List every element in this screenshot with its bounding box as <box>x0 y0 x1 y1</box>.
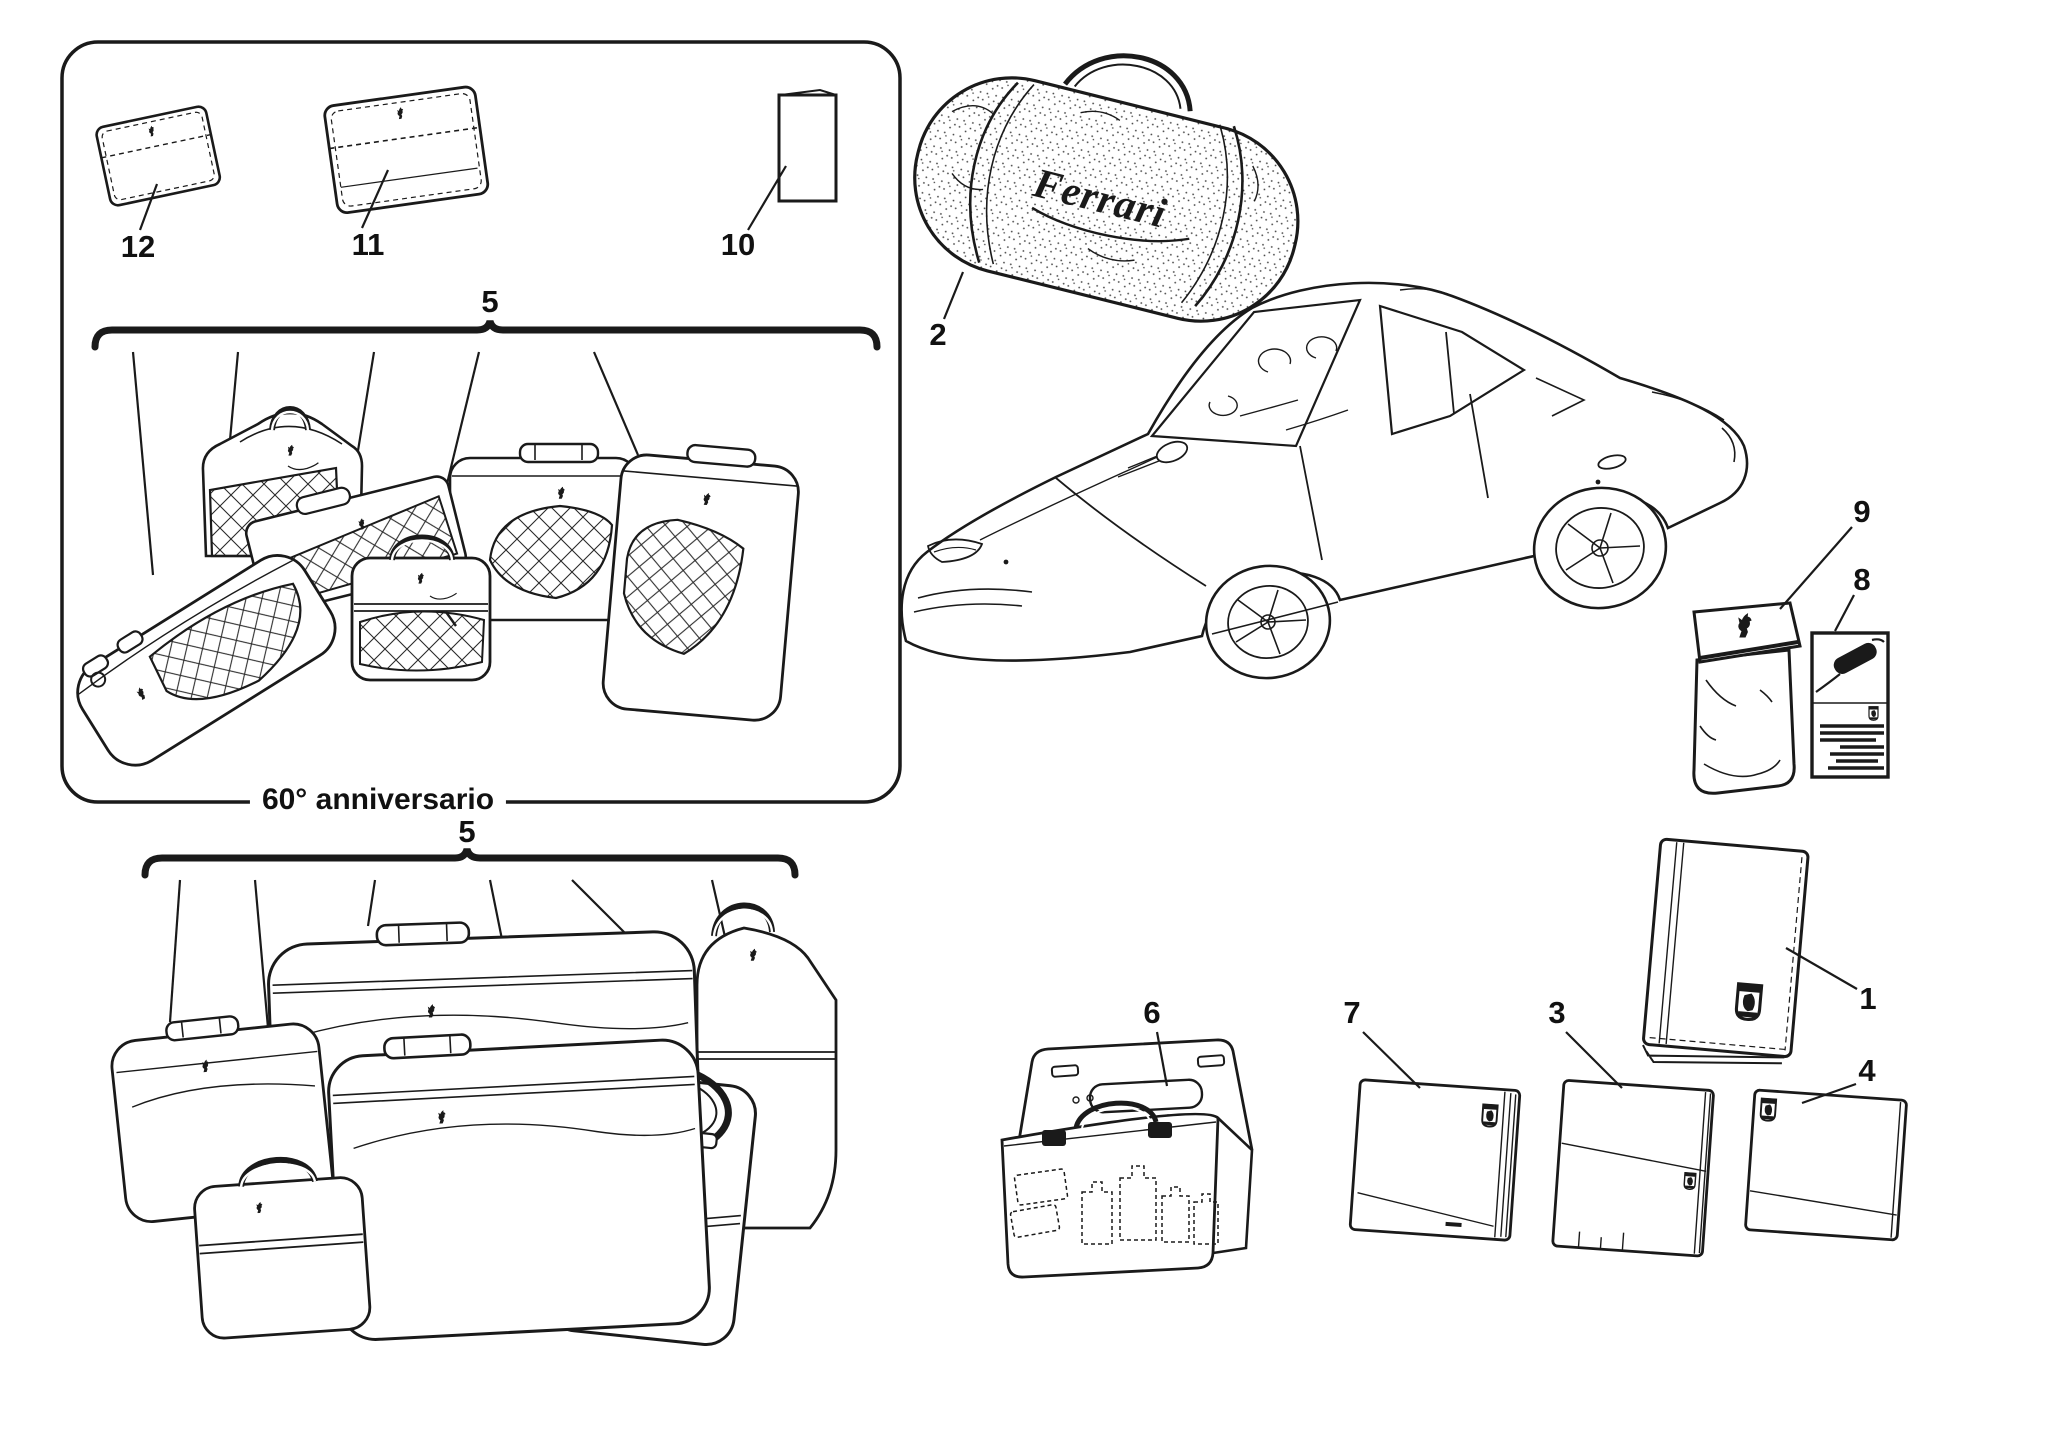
callout-3: 3 <box>1548 995 1566 1030</box>
car-cover-bag: Ferrari <box>913 53 1300 323</box>
suitcase-small <box>110 1015 335 1223</box>
side-mirror <box>1155 440 1189 464</box>
leader-line-10 <box>747 165 787 231</box>
leader-line-3 <box>1565 1031 1623 1089</box>
front-wheel <box>1204 564 1332 680</box>
callout-4: 4 <box>1858 1053 1876 1088</box>
card-text-lines <box>1820 724 1884 770</box>
item-4-wallet <box>1744 1088 1908 1242</box>
leader-line-6 <box>1155 1031 1169 1087</box>
car-illustration <box>900 281 1749 680</box>
front-bumper-lines <box>913 588 1033 613</box>
item-10-booklet <box>777 88 838 203</box>
windshield <box>1149 298 1362 448</box>
door-lines <box>1299 393 1489 561</box>
callout-5-bottom: 5 <box>458 814 476 849</box>
leader-line-4 <box>1801 1082 1857 1105</box>
side-window <box>1378 304 1527 436</box>
rear-details <box>1651 391 1736 463</box>
callout-6: 6 <box>1143 995 1161 1030</box>
leader-line-11 <box>360 169 390 229</box>
toolkit-bottles <box>1009 1165 1219 1245</box>
item-1-folder <box>1642 837 1810 1065</box>
item-7-wallet <box>1348 1078 1522 1242</box>
item-8-card <box>1810 631 1890 779</box>
item-9-pouch <box>1692 601 1802 795</box>
item-3-wallet <box>1551 1079 1715 1258</box>
top-luggage-set <box>76 406 800 767</box>
callout-12: 12 <box>120 229 156 264</box>
long-case <box>76 554 337 767</box>
item-6-toolkit-bag <box>1000 1038 1254 1279</box>
anniversary-caption: 60° anniversario <box>249 783 507 817</box>
callout-2: 2 <box>929 317 947 352</box>
callout-5-top: 5 <box>481 284 499 319</box>
callout-1: 1 <box>1859 981 1877 1016</box>
item-12-pouch <box>95 105 222 207</box>
suitcase-front <box>327 1033 711 1341</box>
leader-line-1 <box>1785 947 1858 990</box>
bottom-luggage-set <box>110 902 838 1347</box>
vanity-case <box>350 534 492 682</box>
door-handle <box>1597 454 1627 470</box>
headlight <box>926 538 984 563</box>
leader-line-2 <box>942 271 965 320</box>
leader-line-7 <box>1362 1031 1421 1089</box>
rear-wheel <box>1532 486 1668 610</box>
leader-line-9 <box>1779 526 1853 610</box>
callout-8: 8 <box>1853 562 1871 597</box>
leader-line-8 <box>1834 594 1855 632</box>
callout-9: 9 <box>1853 494 1871 529</box>
callout-10: 10 <box>720 227 756 262</box>
pouch-wrinkles <box>1699 679 1781 778</box>
leader-line-12 <box>138 183 159 231</box>
bracket-top-set <box>91 319 881 351</box>
callout-7: 7 <box>1343 995 1361 1030</box>
bracket-bottom-set <box>141 847 799 879</box>
vanity-case-2 <box>193 1157 372 1340</box>
car-interior-lines <box>1208 336 1349 431</box>
suitcase-large <box>601 443 800 722</box>
item-11-pouch <box>323 85 490 214</box>
callout-11: 11 <box>351 227 385 262</box>
